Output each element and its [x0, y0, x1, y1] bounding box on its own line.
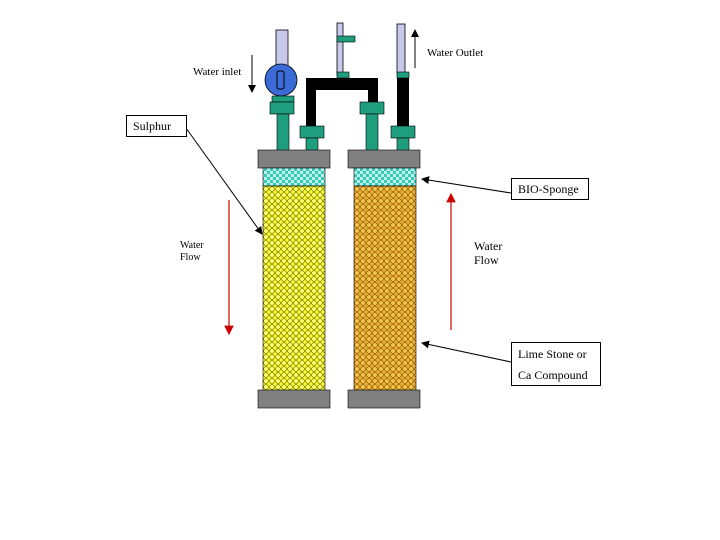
connecting-pipe	[306, 71, 410, 130]
vent-tube	[336, 22, 356, 76]
limestone-label-line1: Lime Stone or	[518, 347, 587, 361]
water-outlet-label: Water Outlet	[427, 47, 484, 59]
left-column-fittings	[269, 95, 325, 153]
pump-icon	[264, 63, 298, 97]
limestone-label-box: Lime Stone or Ca Compound	[511, 342, 601, 386]
sulphur-callout-line	[185, 127, 263, 235]
inlet-tube	[275, 29, 289, 69]
limestone-column	[347, 149, 421, 409]
bio-sponge-callout-line	[421, 176, 512, 194]
right-column-fittings	[359, 101, 416, 153]
left-water-flow-line2: Flow	[180, 252, 201, 263]
bio-sponge-label-box: BIO-Sponge	[511, 178, 589, 200]
limestone-label-line2: Ca Compound	[518, 368, 588, 382]
left-water-flow-line1: Water	[180, 240, 204, 251]
sulphur-label-box: Sulphur	[126, 115, 187, 137]
right-water-flow-line1: Water	[474, 239, 503, 253]
left-water-flow-label: Water Flow	[180, 240, 204, 264]
water-inlet-label: Water inlet	[193, 66, 242, 78]
limestone-callout-line	[421, 340, 512, 363]
bio-sponge-label: BIO-Sponge	[518, 182, 579, 196]
sulphur-column	[257, 149, 331, 409]
outlet-tube	[396, 23, 406, 75]
right-water-flow-label: Water Flow	[474, 239, 502, 267]
sulphur-label: Sulphur	[133, 119, 172, 133]
right-water-flow-line2: Flow	[474, 253, 499, 267]
